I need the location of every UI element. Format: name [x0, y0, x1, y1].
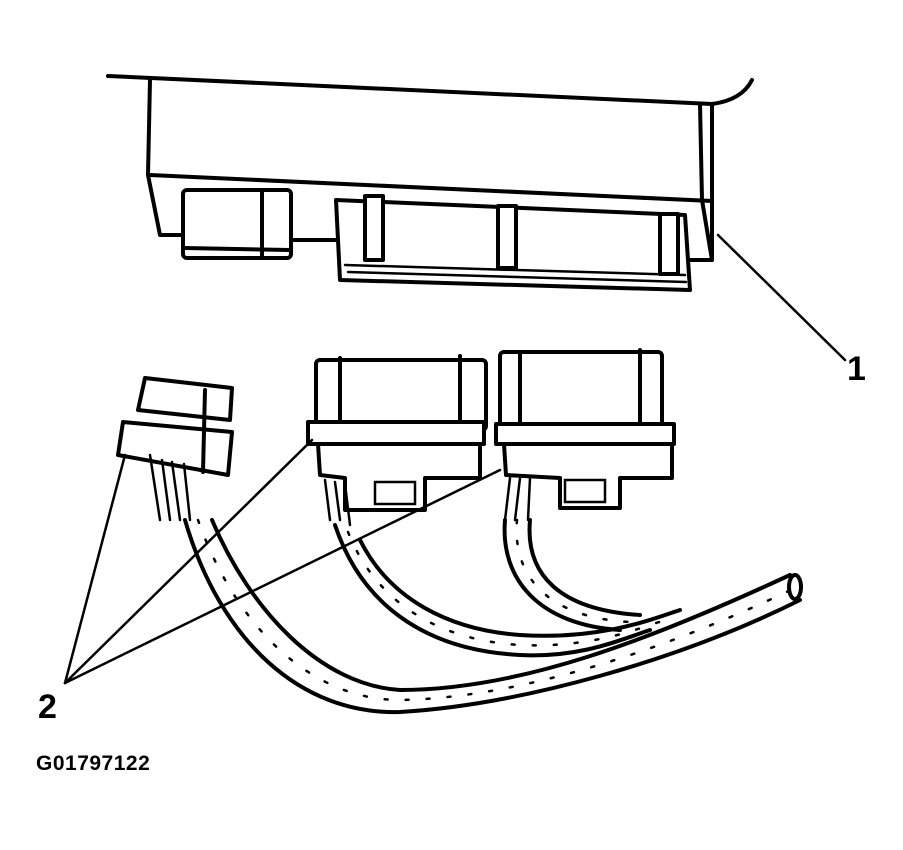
callout-2: 2 [38, 688, 57, 726]
callout-2-leaders [63, 438, 502, 685]
connector-medium [306, 354, 488, 527]
figure-id: G01797122 [36, 752, 151, 775]
wiring-harness [183, 518, 803, 715]
callout-1: 1 [847, 350, 866, 388]
control-module [106, 74, 847, 362]
connector-large [494, 348, 676, 522]
connector-small [116, 376, 234, 522]
